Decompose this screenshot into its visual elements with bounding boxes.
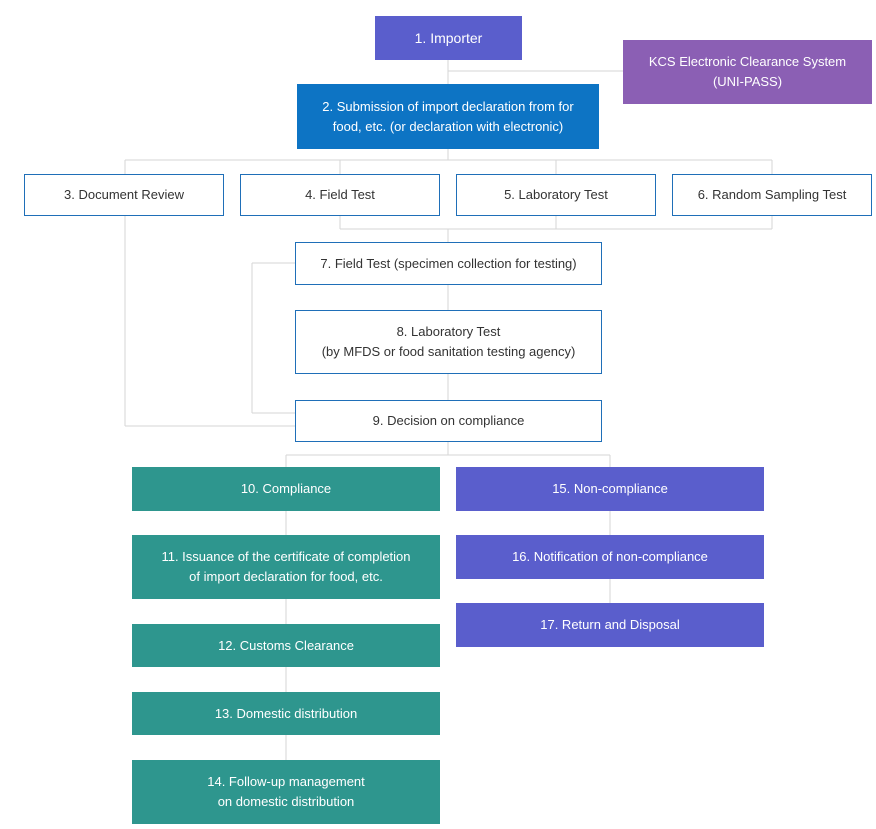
- step-decision-on-compliance: 9. Decision on compliance: [295, 400, 602, 442]
- step-field-test-specimen: 7. Field Test (specimen collection for t…: [295, 242, 602, 285]
- step-importer: 1. Importer: [375, 16, 522, 60]
- step-compliance: 10. Compliance: [132, 467, 440, 511]
- step-importer-label: 1. Importer: [414, 30, 483, 46]
- step-notification-non-compliance: 16. Notification of non-compliance: [456, 535, 764, 579]
- step-domestic-distribution-label: 13. Domestic distribution: [214, 705, 358, 721]
- step-decision-on-compliance-label: 9. Decision on compliance: [372, 413, 525, 428]
- step-non-compliance-label: 15. Non-compliance: [552, 481, 668, 496]
- step-domestic-distribution: 13. Domestic distribution: [132, 692, 440, 735]
- step-issuance-certificate: 11. Issuance of the certificate of compl…: [132, 535, 440, 599]
- step-laboratory-test-mfds: 8. Laboratory Test (by MFDS or food sani…: [295, 310, 602, 374]
- step-return-and-disposal-label: 17. Return and Disposal: [540, 617, 680, 632]
- step-laboratory-test: 5. Laboratory Test: [456, 174, 656, 216]
- step-submission: 2. Submission of import declaration from…: [297, 84, 599, 149]
- step-random-sampling-test-label: 6. Random Sampling Test: [697, 187, 847, 202]
- step-follow-up-management-line-2: on domestic distribution: [217, 794, 355, 809]
- kcs-line-1: KCS Electronic Clearance System: [648, 54, 847, 69]
- step-random-sampling-test: 6. Random Sampling Test: [672, 174, 872, 216]
- step-customs-clearance-label: 12. Customs Clearance: [218, 637, 354, 653]
- step-compliance-label: 10. Compliance: [240, 481, 332, 496]
- step-issuance-certificate-line-1: 11. Issuance of the certificate of compl…: [161, 549, 411, 564]
- step-follow-up-management-line-1: 14. Follow-up management: [207, 774, 365, 789]
- kcs-uni-pass-box: KCS Electronic Clearance System (UNI-PAS…: [623, 40, 872, 104]
- step-document-review-label: 3. Document Review: [64, 187, 184, 202]
- kcs-line-2: (UNI-PASS): [712, 74, 783, 89]
- step-laboratory-test-mfds-line-1: 8. Laboratory Test: [396, 324, 501, 339]
- step-laboratory-test-mfds-line-2: (by MFDS or food sanitation testing agen…: [321, 344, 576, 359]
- step-document-review: 3. Document Review: [24, 174, 224, 216]
- step-non-compliance: 15. Non-compliance: [456, 467, 764, 511]
- step-field-test: 4. Field Test: [240, 174, 440, 216]
- step-notification-non-compliance-label: 16. Notification of non-compliance: [512, 549, 708, 564]
- step-field-test-label: 4. Field Test: [305, 187, 375, 202]
- step-issuance-certificate-line-2: of import declaration for food, etc.: [189, 569, 383, 584]
- step-customs-clearance: 12. Customs Clearance: [132, 624, 440, 667]
- step-submission-line-2: food, etc. (or declaration with electron…: [332, 118, 564, 134]
- step-field-test-specimen-label: 7. Field Test (specimen collection for t…: [320, 255, 577, 271]
- step-follow-up-management: 14. Follow-up management on domestic dis…: [132, 760, 440, 824]
- step-submission-line-1: 2. Submission of import declaration from…: [322, 98, 574, 114]
- step-laboratory-test-label: 5. Laboratory Test: [504, 187, 608, 202]
- step-return-and-disposal: 17. Return and Disposal: [456, 603, 764, 647]
